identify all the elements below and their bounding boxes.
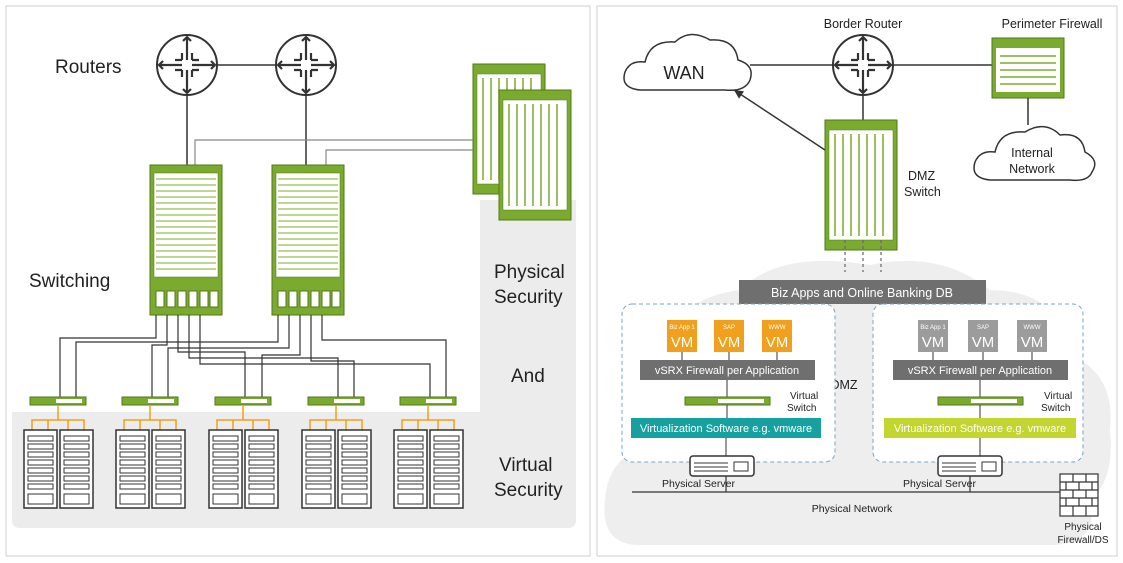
vm-label-2: VM xyxy=(718,334,741,351)
border-router-label: Border Router xyxy=(824,17,903,31)
dmz-switch-links xyxy=(844,240,882,272)
host-1: Biz App 1 SAP WWW VM VM VM vSRX Firewall… xyxy=(621,303,836,463)
virtual-switch-label-1a: Virtual xyxy=(790,391,818,402)
dmz-switch-label-2: Switch xyxy=(904,185,941,199)
physical-network-line xyxy=(632,476,1060,493)
physical-firewall-label-1: Physical xyxy=(1064,522,1101,533)
access-switch-3 xyxy=(214,396,272,406)
access-switch-4 xyxy=(307,396,365,406)
router-1 xyxy=(155,33,219,97)
perimeter-firewall-label: Perimeter Firewall xyxy=(1002,17,1103,31)
border-router xyxy=(831,33,895,97)
physical-server-label-2: Physical Server xyxy=(903,478,976,490)
chassis-front xyxy=(498,89,572,221)
vm-label-6: VM xyxy=(1021,334,1044,351)
core-switch-1 xyxy=(149,164,223,316)
core-cabling xyxy=(59,315,447,398)
vm-tag-1: Biz App 1 xyxy=(669,325,695,331)
vsrx-label-1: vSRX Firewall per Application xyxy=(655,365,799,377)
label-switching: Switching xyxy=(29,271,110,292)
host-2: Biz App 1 SAP WWW VM VM VM vSRX Firewall… xyxy=(872,303,1084,463)
vm-tag-6: WWW xyxy=(1024,325,1041,331)
vsrx-label-2: vSRX Firewall per Application xyxy=(908,365,1052,377)
physical-server-1 xyxy=(689,455,755,477)
internal-network-cloud xyxy=(973,126,1096,182)
physical-server-label-1: Physical Server xyxy=(662,478,735,490)
access-switch-2 xyxy=(121,396,179,406)
access-switch-5 xyxy=(399,396,457,406)
physical-server-2 xyxy=(937,455,1003,477)
wan-cloud xyxy=(623,33,752,92)
vm-label-4: VM xyxy=(922,334,945,351)
label-physical-security: Security xyxy=(494,287,563,308)
label-physical: Physical xyxy=(494,262,565,283)
virtualization-label-1: Virtualization Software e.g. vmware xyxy=(640,423,812,435)
biz-apps-bar xyxy=(739,280,986,304)
perimeter-firewall xyxy=(991,37,1065,99)
physical-firewall-icon xyxy=(1059,473,1099,517)
label-routers: Routers xyxy=(55,57,122,78)
internal-network-label-1: Internal xyxy=(1011,146,1053,160)
vm-label-1: VM xyxy=(671,334,694,351)
virtualization-label-2: Virtualization Software e.g. vmware xyxy=(894,423,1066,435)
label-virtual: Virtual xyxy=(499,455,553,476)
vm-tag-5: SAP xyxy=(977,325,989,331)
label-virtual-security: Security xyxy=(494,480,563,501)
dmz-switch-label-1: DMZ xyxy=(908,169,935,183)
vm-tag-3: WWW xyxy=(769,325,786,331)
physical-firewall-label-2: Firewall/DS xyxy=(1057,535,1108,546)
vm-tag-2: SAP xyxy=(723,325,735,331)
access-switch-1 xyxy=(29,396,87,406)
internal-network-label-2: Network xyxy=(1009,162,1056,176)
virtual-switch-label-1b: Switch xyxy=(787,403,816,414)
vm-tag-4: Biz App 1 xyxy=(920,325,946,331)
wan-label: WAN xyxy=(663,63,704,83)
vm-label-5: VM xyxy=(972,334,995,351)
core-switch-2 xyxy=(271,164,345,316)
vm-label-3: VM xyxy=(766,334,789,351)
router-2 xyxy=(274,33,338,97)
label-and: And xyxy=(511,366,545,387)
biz-apps-label: Biz Apps and Online Banking DB xyxy=(771,286,953,300)
rack-connectors xyxy=(31,405,455,430)
virtual-switch-label-2a: Virtual xyxy=(1044,391,1072,402)
physical-network-label: Physical Network xyxy=(812,503,893,515)
dmz-switch xyxy=(824,119,898,251)
virtual-switch-label-2b: Switch xyxy=(1041,403,1070,414)
dmz-label: DMZ xyxy=(830,378,857,392)
